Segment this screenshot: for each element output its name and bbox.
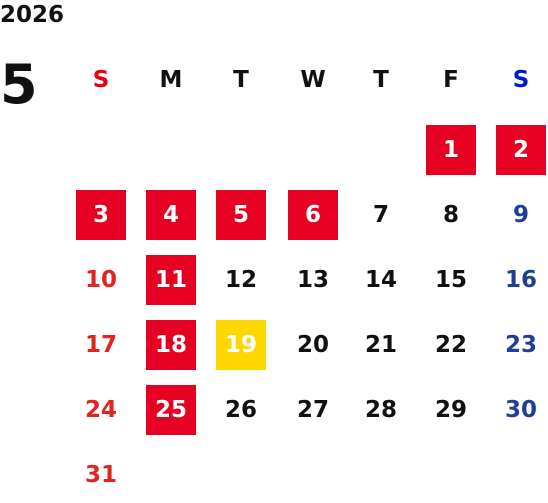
day-cell-19[interactable]: 19 bbox=[216, 320, 266, 370]
day-cell-1[interactable]: 1 bbox=[426, 125, 476, 175]
day-cell-23[interactable]: 23 bbox=[504, 332, 537, 358]
day-cell-17[interactable]: 17 bbox=[84, 332, 117, 358]
weekday-monday: M bbox=[159, 67, 183, 93]
day-cell-21[interactable]: 21 bbox=[364, 332, 397, 358]
day-cell-31[interactable]: 31 bbox=[84, 462, 117, 488]
day-cell-5[interactable]: 5 bbox=[216, 190, 266, 240]
day-cell-8[interactable]: 8 bbox=[442, 202, 459, 228]
day-cell-16[interactable]: 16 bbox=[504, 267, 537, 293]
day-cell-12[interactable]: 12 bbox=[224, 267, 257, 293]
day-cell-2[interactable]: 2 bbox=[496, 125, 546, 175]
day-cell-22[interactable]: 22 bbox=[434, 332, 467, 358]
weekday-tuesday: T bbox=[233, 67, 249, 93]
day-cell-7[interactable]: 7 bbox=[372, 202, 389, 228]
day-cell-24[interactable]: 24 bbox=[84, 397, 117, 423]
weekday-thursday: T bbox=[373, 67, 389, 93]
weekday-saturday: S bbox=[512, 67, 530, 93]
day-cell-26[interactable]: 26 bbox=[224, 397, 257, 423]
day-cell-27[interactable]: 27 bbox=[296, 397, 329, 423]
day-cell-14[interactable]: 14 bbox=[364, 267, 397, 293]
day-cell-6[interactable]: 6 bbox=[288, 190, 338, 240]
year-label: 2026 bbox=[0, 2, 65, 28]
month-number: 5 bbox=[0, 53, 38, 116]
day-cell-25[interactable]: 25 bbox=[146, 385, 196, 435]
day-cell-20[interactable]: 20 bbox=[296, 332, 329, 358]
day-cell-13[interactable]: 13 bbox=[296, 267, 329, 293]
day-cell-30[interactable]: 30 bbox=[504, 397, 537, 423]
day-cell-18[interactable]: 18 bbox=[146, 320, 196, 370]
weekday-sunday: S bbox=[92, 67, 110, 93]
day-cell-28[interactable]: 28 bbox=[364, 397, 397, 423]
day-cell-29[interactable]: 29 bbox=[434, 397, 467, 423]
day-cell-3[interactable]: 3 bbox=[76, 190, 126, 240]
day-cell-15[interactable]: 15 bbox=[434, 267, 467, 293]
day-cell-9[interactable]: 9 bbox=[512, 202, 529, 228]
weekday-wednesday: W bbox=[300, 67, 326, 93]
weekday-friday: F bbox=[443, 67, 459, 93]
day-cell-10[interactable]: 10 bbox=[84, 267, 117, 293]
day-cell-11[interactable]: 11 bbox=[146, 255, 196, 305]
day-cell-4[interactable]: 4 bbox=[146, 190, 196, 240]
